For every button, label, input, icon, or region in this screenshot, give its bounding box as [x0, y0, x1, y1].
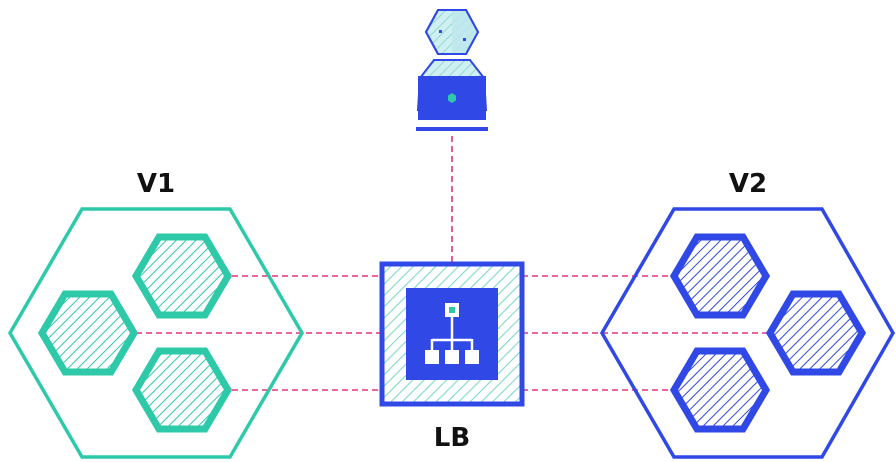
v2-node-middle [765, 290, 867, 376]
laptop-logo [448, 93, 456, 103]
cluster-v1-outline [7, 207, 305, 459]
v1-node-bottom [131, 347, 233, 433]
v1-node-middle [37, 290, 139, 376]
v2-node-bottom [669, 347, 771, 433]
connector-lines [136, 136, 768, 391]
user-face-shade [452, 10, 478, 54]
person-with-laptop-icon [416, 9, 488, 131]
cluster-v1-label: V1 [137, 169, 175, 199]
laptop-base [416, 127, 488, 131]
cluster-v2-outline [599, 207, 896, 459]
cluster-v1: V1 [7, 169, 305, 459]
cluster-v2: V2 [599, 169, 896, 459]
v1-node-top [131, 233, 233, 319]
network-hierarchy-icon [425, 303, 479, 364]
user-eye-left [439, 30, 442, 33]
load-balancer: LB [379, 261, 525, 453]
v2-node-top [669, 233, 771, 319]
load-balancer-label: LB [434, 423, 470, 453]
cluster-v2-label: V2 [729, 169, 767, 199]
user-eye-right [463, 38, 466, 41]
